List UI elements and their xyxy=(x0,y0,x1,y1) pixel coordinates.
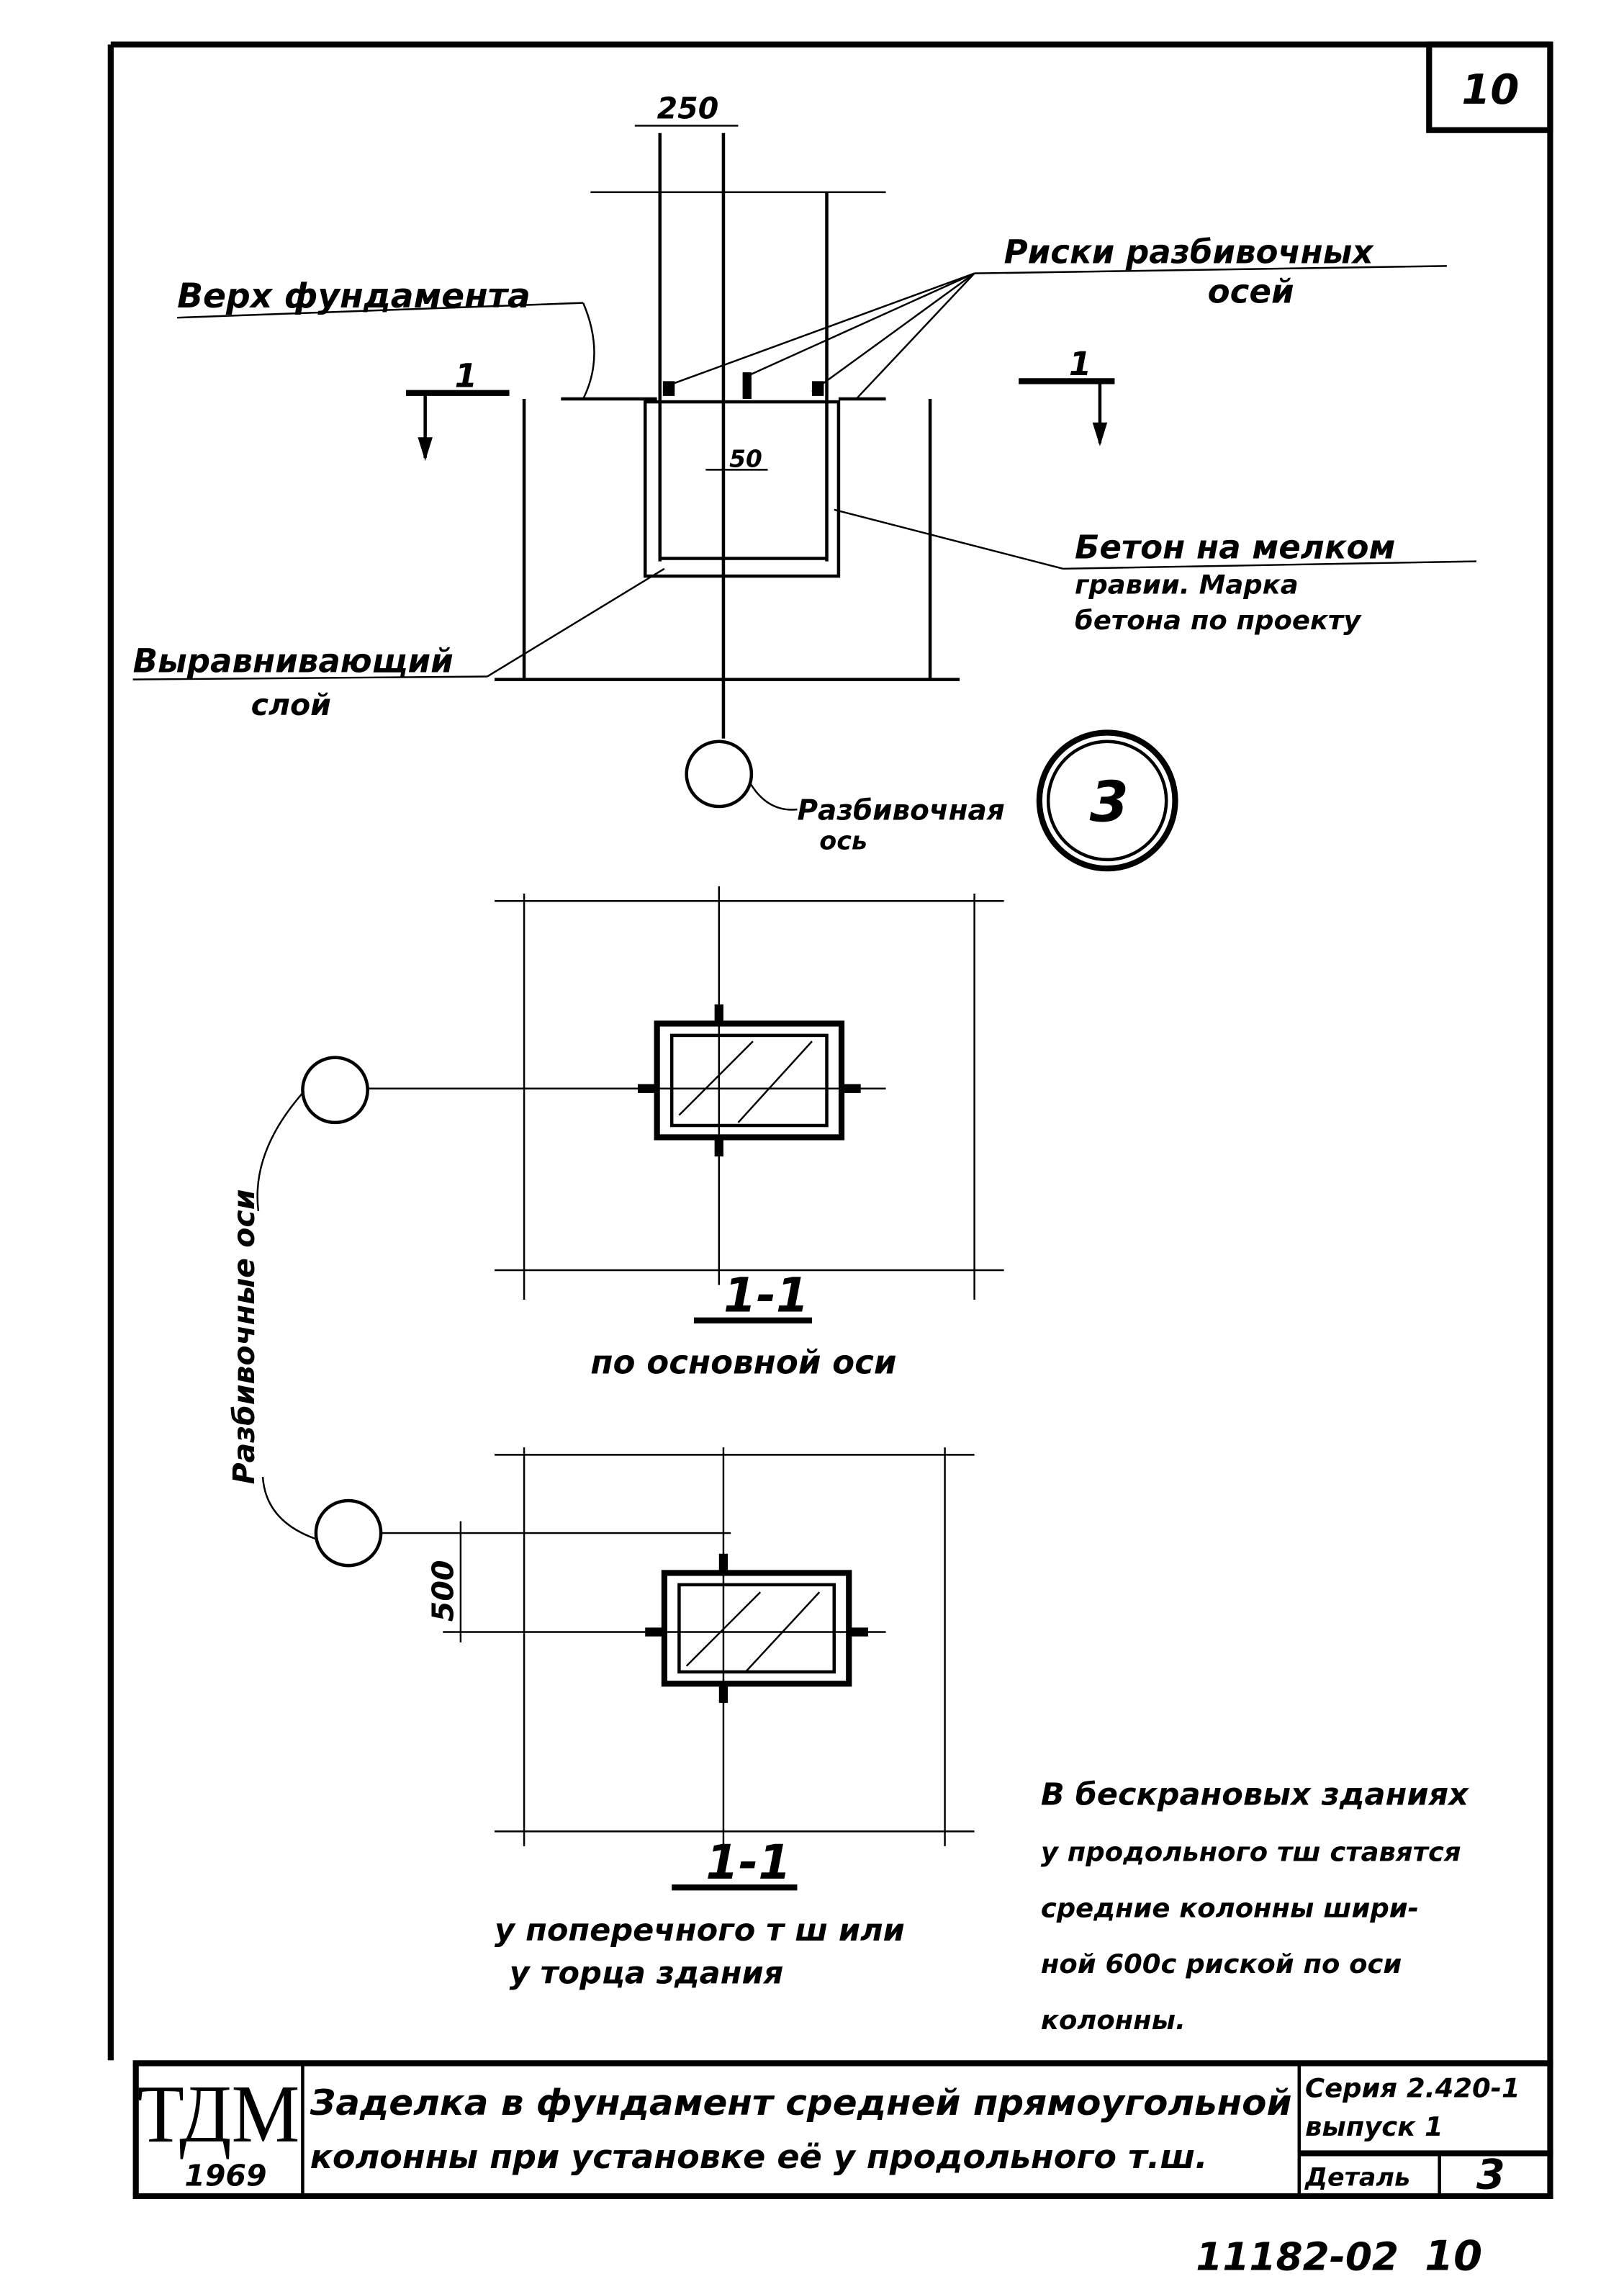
section-view xyxy=(132,125,1476,872)
archive-code: 11182-02 xyxy=(1196,2234,1399,2279)
drawing-title: Заделка в фундамент средней прямоугольно… xyxy=(310,2082,1292,2123)
page-number-box xyxy=(1426,41,1553,133)
plan-2-caption: у поперечного т ш или xyxy=(495,1912,905,1948)
axes-label: Разбивочные оси xyxy=(227,1190,261,1485)
label-marks-2: осей xyxy=(1208,273,1294,311)
detail-label: Деталь xyxy=(1304,2164,1410,2193)
plan-2-caption-2: у торца здания xyxy=(510,1956,784,1992)
label-axis-2: ось xyxy=(819,827,867,855)
detail-number: 3 xyxy=(1090,770,1129,835)
plan-2 xyxy=(256,1092,975,1891)
dim-250: 250 xyxy=(657,91,719,125)
dim-50: 50 xyxy=(729,445,762,472)
note-line: колонны. xyxy=(1041,2005,1186,2036)
label-concrete: Бетон на мелком xyxy=(1075,528,1395,566)
note-line: ной 600с риской по оси xyxy=(1041,1948,1402,1979)
note-line: В бескрановых зданиях xyxy=(1041,1776,1469,1812)
note-line: у продольного тш ставятся xyxy=(1041,1836,1461,1867)
detail-value: 3 xyxy=(1476,2151,1505,2199)
label-axis: Разбивочная xyxy=(797,794,1004,827)
label-leveling-2: слой xyxy=(251,688,331,722)
foundation-socket xyxy=(643,400,841,578)
label-marks: Риски разбивочных xyxy=(1004,233,1375,271)
plan-1-title: 1-1 xyxy=(723,1268,809,1323)
plan-1-caption: по основной оси xyxy=(590,1344,896,1382)
plan-1 xyxy=(301,886,1004,1323)
note-line: средние колонны шири- xyxy=(1041,1892,1419,1923)
label-concrete-3: бетона по проекту xyxy=(1075,605,1362,636)
title-block xyxy=(132,2060,1553,2200)
note: В бескрановых зданиях у продольного тш с… xyxy=(1041,1776,1469,2036)
dim-500: 500 xyxy=(426,1560,461,1622)
axis-marker xyxy=(685,740,754,809)
label-leveling: Выравнивающий xyxy=(133,642,454,680)
section-mark-left: 1 xyxy=(455,357,477,395)
issue: выпуск 1 xyxy=(1305,2111,1443,2142)
detail-marker xyxy=(1036,729,1178,872)
plan-2-title: 1-1 xyxy=(705,1835,791,1890)
page-number: 10 xyxy=(1461,66,1519,114)
label-foundation-top: Верх фундамента xyxy=(177,277,531,316)
year: 1969 xyxy=(184,2159,266,2193)
drawing-title-2: колонны при установке её у продольного т… xyxy=(310,2138,1208,2176)
label-concrete-2: гравии. Марка xyxy=(1075,570,1299,601)
bottom-page-number: 10 xyxy=(1425,2231,1482,2279)
section-mark-right: 1 xyxy=(1069,345,1091,383)
sheet-frame xyxy=(107,41,1553,2198)
series: Серия 2.420-1 xyxy=(1305,2073,1520,2104)
tdm-logo: ТДМ xyxy=(137,2068,300,2159)
